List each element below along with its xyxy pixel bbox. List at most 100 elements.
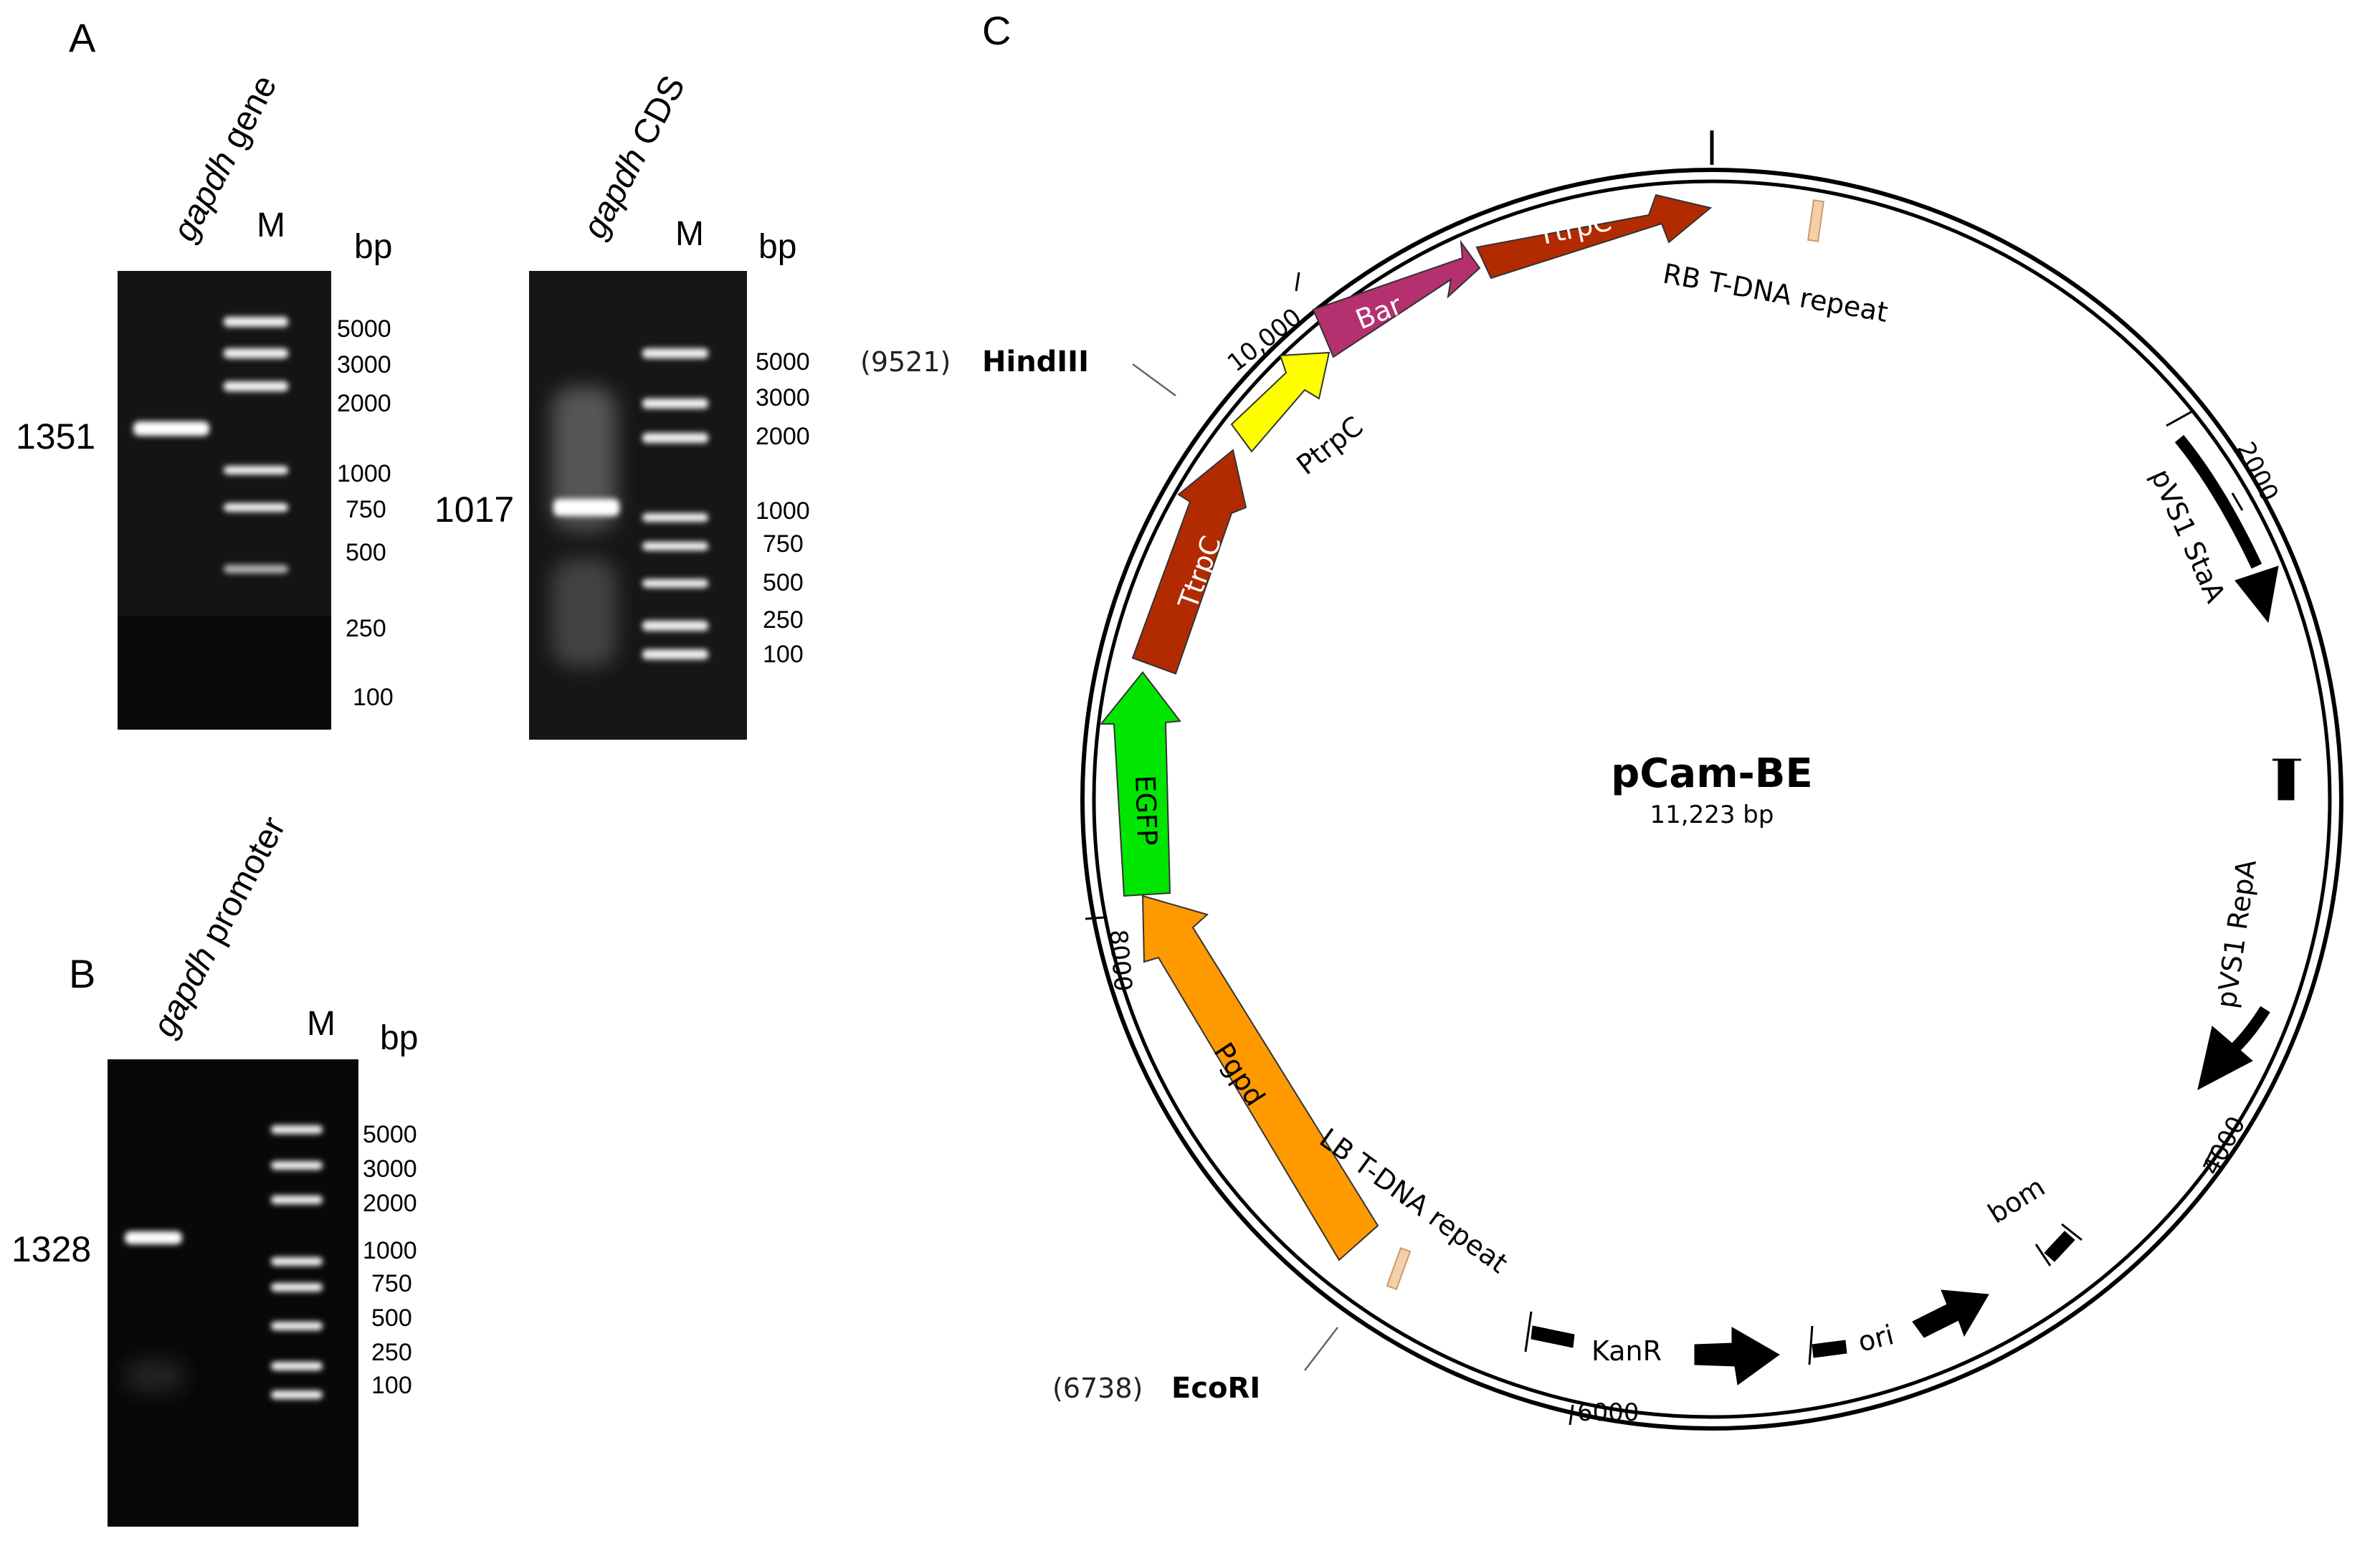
- lane-label-italic: gapdh: [576, 142, 654, 244]
- feature-arrow-pgpd: [1141, 894, 1379, 1261]
- ladder-band: [271, 1390, 323, 1399]
- panel-letter-a: A: [69, 15, 96, 60]
- black-feature-arrows: [1524, 410, 2301, 1385]
- marker-lane-label: M: [307, 1005, 335, 1043]
- feature-bom-tick-a: [2034, 1244, 2052, 1266]
- feature-bom-tick-b: [2061, 1223, 2082, 1241]
- site-position-label: (9521): [860, 346, 951, 378]
- tick-label-4000: 4000: [2197, 1112, 2252, 1180]
- feature-arrow-kanr: [1694, 1327, 1780, 1385]
- ladder-bands: [642, 348, 708, 659]
- ladder-label: 500: [371, 1304, 412, 1332]
- feature-kanr-start-tick: [1524, 1311, 1533, 1352]
- feature-rb-repeat-box: [1807, 199, 1824, 242]
- marker-lane-label: M: [675, 215, 704, 253]
- panel-letter-b: B: [69, 951, 95, 996]
- ladder-label: 5000: [337, 315, 391, 343]
- feature-repa-start-block: [2277, 759, 2295, 801]
- sample-band: [125, 1231, 182, 1244]
- ladder-band: [271, 1362, 323, 1370]
- gel-image: [108, 1059, 358, 1527]
- site-enzyme-label: EcoRI: [1171, 1372, 1260, 1405]
- ladder-band: [224, 317, 288, 327]
- ladder-band: [642, 348, 708, 358]
- ladder-bands: [224, 317, 288, 573]
- gel-gapdh-gene: gapdh gene M bp 5000 3000 2000 1000 750 …: [16, 69, 394, 730]
- ladder-band: [642, 433, 708, 443]
- plasmid-map: 2000 4000 6000 8000 10,000 (9521) HindII…: [860, 130, 2343, 1431]
- feature-label-bom: bom: [1982, 1171, 2050, 1230]
- ladder-label: 5000: [756, 348, 810, 376]
- marker-lane-label: M: [257, 206, 285, 244]
- plasmid-size: 11,223 bp: [1650, 801, 1774, 829]
- bp-unit-label: bp: [758, 228, 796, 266]
- plasmid-name: pCam-BE: [1611, 750, 1813, 797]
- lane-label-gapdh-promoter: gapdh promoter: [146, 811, 293, 1043]
- feature-label-ori: ori: [1855, 1319, 1898, 1358]
- lane-label-rest: CDS: [621, 70, 693, 160]
- ladder-band: [271, 1125, 323, 1134]
- sample-size-label: 1351: [16, 416, 95, 457]
- ladder-label: 100: [763, 641, 804, 668]
- ladder-band: [642, 649, 708, 659]
- feature-ori-start-tick: [1808, 1325, 1814, 1365]
- ladder-label: 500: [763, 569, 804, 596]
- site-ecori: (6738) EcoRI: [1052, 1327, 1338, 1405]
- black-feature-labels: pVS1 StaA pVS1 RepA KanR ori bom: [1591, 464, 2262, 1367]
- feature-arrow-egfp: [1099, 671, 1181, 897]
- sample-band: [133, 421, 209, 436]
- bp-unit-label: bp: [380, 1019, 418, 1057]
- feature-arrow-ttrpc-top: [1475, 194, 1713, 280]
- ladder-label: 1000: [363, 1237, 417, 1264]
- feature-arrow-repa-body: [2231, 1006, 2270, 1052]
- feature-label-kanr: KanR: [1591, 1335, 1662, 1367]
- feature-arrow-stata-body: [2174, 434, 2262, 569]
- feature-arrow-ttrpc-left: [1131, 449, 1247, 675]
- ladder-label: 250: [346, 615, 386, 642]
- feature-bom-block: [2044, 1231, 2075, 1262]
- site-leader-line: [1132, 363, 1176, 397]
- ladder-band: [224, 565, 288, 573]
- ladder-size-labels: 5000 3000 2000 1000 750 500 250 100: [363, 1121, 417, 1399]
- tick-label-6000: 6000: [1577, 1398, 1639, 1427]
- ladder-label: 250: [763, 606, 804, 634]
- ladder-band: [224, 348, 288, 358]
- ladder-label: 3000: [337, 351, 391, 378]
- feature-arrow-ori: [1912, 1289, 1989, 1338]
- ladder-label: 100: [353, 684, 394, 711]
- feature-stata-start-tick: [2166, 410, 2193, 427]
- position-ticks: [1085, 272, 2244, 1426]
- ladder-label: 1000: [337, 460, 391, 487]
- ladder-band: [642, 542, 708, 550]
- site-leader-line: [1304, 1327, 1338, 1371]
- panel-letter-c: C: [982, 8, 1011, 53]
- feature-label-repa: pVS1 RepA: [2210, 857, 2262, 1010]
- feature-ori-start-block: [1812, 1340, 1847, 1358]
- ladder-label: 750: [763, 530, 804, 558]
- ladder-label: 2000: [363, 1190, 417, 1217]
- lane-label-italic: gapdh: [166, 145, 244, 247]
- sample-smear-lower: [552, 559, 617, 667]
- sample-size-label: 1328: [11, 1229, 91, 1269]
- ladder-label: 100: [371, 1372, 412, 1399]
- sample-band: [553, 499, 619, 516]
- lane-label-rest: promoter: [191, 811, 293, 958]
- ladder-band: [642, 399, 708, 409]
- ladder-band: [642, 513, 708, 522]
- tick-mark-2000: [2231, 492, 2244, 511]
- ladder-label: 750: [346, 496, 386, 523]
- ladder-band: [271, 1322, 323, 1330]
- tick-label-8000: 8000: [1103, 928, 1137, 993]
- tick-mark-4000: [2202, 1146, 2215, 1168]
- feature-arrows: [1099, 194, 1713, 1261]
- ladder-label: 500: [346, 539, 386, 566]
- feature-lb-repeat-box: [1386, 1247, 1412, 1290]
- ladder-band: [642, 579, 708, 588]
- ladder-label: 3000: [756, 384, 810, 411]
- sample-smear: [552, 387, 617, 530]
- lane-label-rest: gene: [211, 69, 285, 163]
- ladder-band: [224, 381, 288, 391]
- ladder-band: [224, 466, 288, 474]
- gel-gapdh-promoter: gapdh promoter M bp 5000 3000 2000 1000 …: [11, 811, 418, 1527]
